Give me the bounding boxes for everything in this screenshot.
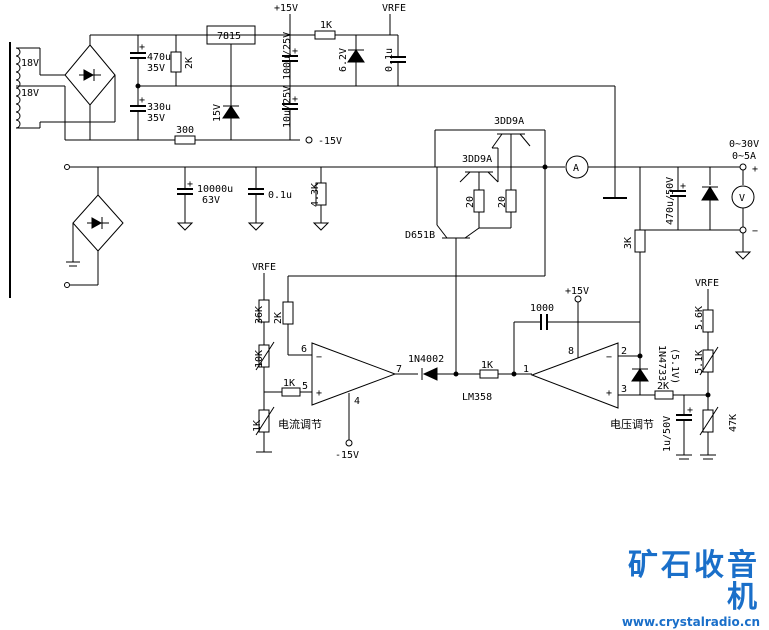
svg-text:+: + (680, 181, 686, 192)
cap-10u-label: 10u/25V (282, 86, 293, 128)
resistor-300-label: 300 (176, 125, 194, 136)
svg-text:+: + (139, 95, 145, 106)
resistor-300: 300 (174, 125, 300, 145)
svg-text:+: + (687, 405, 693, 416)
power-supply-schematic: 18V 18V + 470u 35V + 330u 35V (9, 3, 759, 461)
vrfe-right-label: VRFE (695, 278, 719, 289)
vrfe-top-label: VRFE (382, 3, 406, 14)
resistor-20a-label: 20 (465, 196, 476, 208)
pin5-label: 5 (302, 381, 308, 392)
transistor-q2-label: 3DD9A (462, 154, 492, 165)
output-section: 0~30V 0~5A + − + 470u/50V V 3K (623, 139, 759, 322)
pot-10k-label: 10K (254, 350, 265, 368)
current-control: VRFE 36K 10K 1K 电流调节 2K 1K − + 6 5 7 4 -… (252, 262, 480, 461)
resistor-4k3-label: 4.3K (310, 183, 321, 207)
cap-0u1-mid-label: 0.1u (268, 190, 292, 201)
pin4-label: 4 (354, 396, 360, 407)
brand-watermark: 矿石收音机 www.crystalradio.cn (600, 550, 760, 630)
resistor-4k3: 4.3K (310, 167, 330, 231)
svg-text:+: + (606, 388, 612, 399)
svg-text:+: + (316, 388, 322, 399)
resistor-3k-label: 3K (623, 237, 634, 249)
cap-100u-label: 100u/25V (282, 32, 293, 80)
zener-15v-label: 15V (212, 104, 223, 122)
voltage-control: 1K LM358 1000 +15V 8 − + 1 2 3 1N4733 (5… (462, 278, 739, 460)
svg-text:−: − (606, 352, 612, 363)
zener-1n4733-label: 1N4733 (656, 345, 667, 381)
cap-1u-label: 1u/50V (662, 416, 673, 452)
resistor-2k-top-label: 2K (184, 57, 195, 69)
resistor-2k-mid-label: 2K (273, 312, 284, 324)
pot-1k-label: 1K (252, 420, 263, 432)
diode-1n4002-label: 1N4002 (408, 354, 444, 365)
bridge-rectifier-top (39, 34, 290, 141)
zener-1n4733-voltage: (5.1V) (669, 348, 680, 384)
pin2-label: 2 (621, 346, 627, 357)
vrfe-left-label: VRFE (252, 262, 276, 273)
cap-10000u: + 10000u 63V (176, 167, 233, 231)
transistor-q3-label: D651B (405, 230, 435, 241)
plus15-b-label: +15V (565, 286, 589, 297)
pin8-label: 8 (568, 346, 574, 357)
cap-330u-label: 330u (147, 102, 171, 113)
cap-330u: + 330u 35V (130, 86, 171, 140)
minus15-b-label: -15V (335, 450, 359, 461)
regulator-7815: 7815 (206, 25, 256, 100)
brand-url: www.crystalradio.cn (621, 615, 760, 629)
output-minus: − (752, 226, 758, 237)
svg-text:+: + (292, 94, 298, 105)
resistor-20b-label: 20 (497, 196, 508, 208)
pass-transistors: 3DD9A 3DD9A 20 20 D651B (405, 116, 546, 376)
transformer: 18V 18V (9, 42, 40, 298)
zener-6v2-label: 6.2V (338, 48, 349, 72)
resistor-1k-mid-label: 1K (481, 360, 493, 371)
pot-5k1-label: 5.1K (694, 350, 705, 374)
bridge-rectifier-main (64, 164, 555, 288)
current-adjust-label: 电流调节 (278, 417, 322, 431)
zener-15v: 15V (212, 100, 240, 140)
resistor-47k-label: 47K (728, 414, 739, 432)
resistor-36k-label: 36K (254, 306, 265, 324)
lm358-label: LM358 (462, 392, 492, 403)
resistor-2k-right-label: 2K (657, 381, 669, 392)
voltmeter-label: V (739, 193, 745, 204)
output-range-current: 0~5A (732, 151, 756, 162)
cap-10000u-voltage: 63V (202, 195, 220, 206)
cap-330u-voltage: 35V (147, 113, 165, 124)
resistor-1k-top-label: 1K (320, 20, 332, 31)
output-plus: + (752, 164, 758, 175)
svg-text:+: + (139, 42, 145, 53)
output-range-voltage: 0~30V (729, 139, 759, 150)
reference-circuit: 1K VRFE 6.2V 0.1u (314, 3, 406, 86)
voltage-adjust-label: 电压调节 (610, 418, 654, 431)
plus15-label: +15V (274, 3, 298, 14)
ammeter-label: A (573, 163, 579, 174)
svg-text:+: + (187, 179, 193, 190)
cap-10000u-label: 10000u (197, 184, 233, 195)
resistor-2k-top: 2K (170, 35, 195, 86)
secondary-label-2: 18V (21, 88, 39, 99)
resistor-5k6-label: 5.6K (694, 306, 705, 330)
pin3-label: 3 (621, 384, 627, 395)
pin1-label: 1 (523, 364, 529, 375)
cap-0u1-top-label: 0.1u (384, 48, 395, 72)
cap-470u: + 470u 35V (130, 35, 171, 86)
brand-title: 矿石收音机 (628, 548, 760, 615)
secondary-label-1: 18V (21, 58, 39, 69)
minus15-label: -15V (318, 136, 342, 147)
regulator-label: 7815 (217, 31, 241, 42)
transistor-q1-label: 3DD9A (494, 116, 524, 127)
cap-470u-voltage: 35V (147, 63, 165, 74)
pin6-label: 6 (301, 344, 307, 355)
plus15-rail: +15V + 100u/25V + 10u/25V -15V (255, 3, 342, 147)
cap-470u-label: 470u (147, 52, 171, 63)
cap-470u50v-label: 470u/50V (665, 177, 676, 225)
cap-0u1-mid: 0.1u (247, 167, 292, 231)
pin7-label: 7 (396, 364, 402, 375)
svg-text:−: − (316, 352, 322, 363)
resistor-1k-left-label: 1K (283, 378, 295, 389)
cap-1000-label: 1000 (530, 303, 554, 314)
svg-text:+: + (292, 46, 298, 57)
